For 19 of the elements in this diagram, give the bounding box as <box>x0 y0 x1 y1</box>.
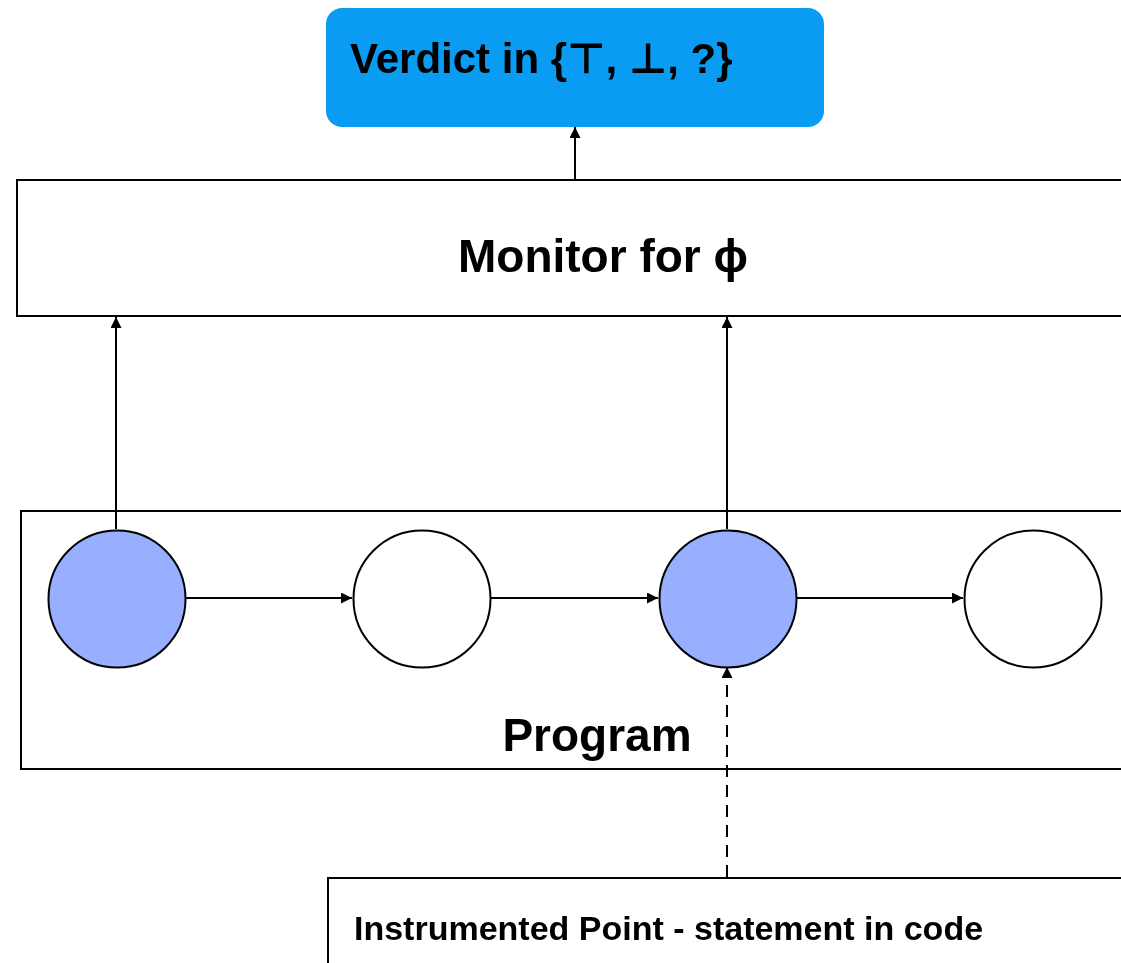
state-circle <box>353 530 491 668</box>
verdict-box <box>326 8 824 127</box>
arrow <box>184 592 353 604</box>
node-label: Monitor for ϕ <box>457 229 749 283</box>
dashed-arrow <box>721 666 733 878</box>
process-box <box>327 877 1121 963</box>
arrow <box>795 592 964 604</box>
state-circle <box>964 530 1102 668</box>
state-circle <box>48 530 186 668</box>
arrow <box>110 316 122 530</box>
node-label: Verdict in {⊤, ⊥, ?} <box>350 34 733 83</box>
node-label: Program <box>501 708 693 762</box>
state-circle <box>659 530 797 668</box>
arrow <box>721 316 733 530</box>
arrow <box>569 126 581 180</box>
monitor-box <box>16 179 1121 317</box>
program-box <box>20 510 1121 770</box>
node-label: Instrumented Point - statement in code <box>354 909 985 948</box>
arrow <box>489 592 659 604</box>
